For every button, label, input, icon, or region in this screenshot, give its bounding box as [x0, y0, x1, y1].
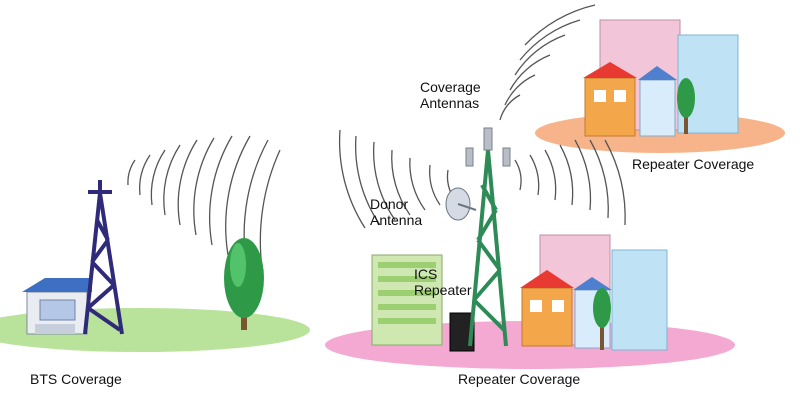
donor-antenna-dish — [445, 187, 477, 221]
coverage-signal-waves-right — [514, 139, 626, 226]
repeater-tree-bottom — [593, 288, 611, 350]
repeater-buildings-top — [583, 19, 739, 137]
ics-building — [371, 254, 443, 346]
repeater-tree-top — [677, 78, 695, 134]
coverage-signal-waves-up — [499, 4, 596, 121]
repeater-coverage-label-bottom: Repeater Coverage — [458, 371, 581, 387]
bts-coverage-label: BTS Coverage — [30, 371, 122, 387]
repeater-coverage-label-top: Repeater Coverage — [632, 156, 755, 172]
repeater-buildings-bottom — [520, 234, 668, 351]
repeater-tower — [468, 149, 508, 347]
donor-signal-waves — [338, 129, 456, 229]
ics-repeater-label: ICS Repeater — [414, 266, 472, 298]
donor-antenna-label: Donor Antenna — [370, 196, 423, 228]
bts-building — [22, 278, 92, 335]
coverage-antennas-label: Coverage Antennas — [420, 79, 481, 111]
bts-tree — [224, 238, 264, 330]
bts-tower — [83, 180, 124, 335]
coverage-antennas — [465, 127, 511, 167]
